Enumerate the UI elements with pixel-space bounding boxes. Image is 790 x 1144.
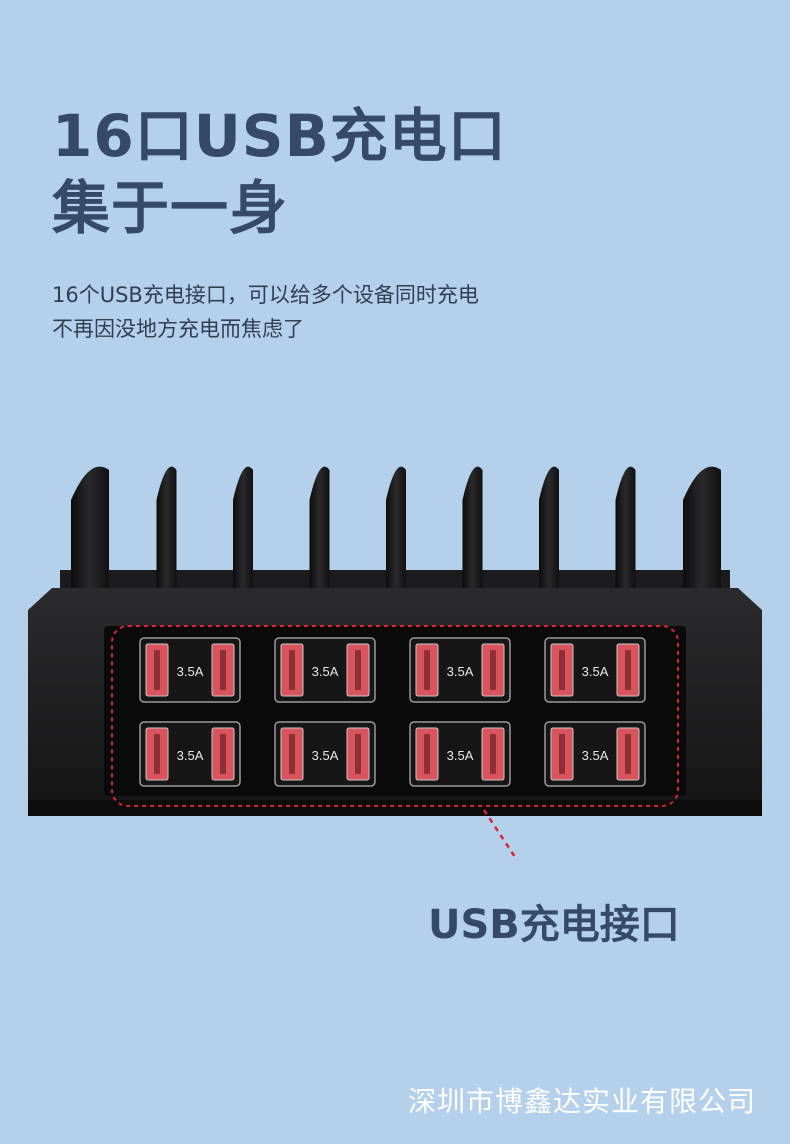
usb-port-tongue xyxy=(559,650,565,690)
usb-port-tongue xyxy=(220,650,226,690)
highlight-outline xyxy=(111,625,679,807)
usb-port-tongue xyxy=(424,650,430,690)
usb-port-groups: 3.5A 3.5A 3.5A 3.5A 3.5A 3.5A 3.5A 3.5A xyxy=(139,637,646,787)
usb-port-group: 3.5A xyxy=(544,637,646,703)
port-rating-label: 3.5A xyxy=(312,664,339,679)
port-rating-label: 3.5A xyxy=(177,664,204,679)
usb-port-tongue xyxy=(289,650,295,690)
usb-port-tongue xyxy=(220,734,226,774)
usb-port-group: 3.5A xyxy=(274,637,376,703)
slot-divider xyxy=(683,466,721,610)
callout-label: USB充电接口 xyxy=(428,902,680,948)
slot-divider xyxy=(156,466,177,610)
usb-port-group: 3.5A xyxy=(409,721,511,787)
headline-line-2: 集于一身 xyxy=(52,174,289,242)
usb-port-tongue xyxy=(355,650,361,690)
slot-divider xyxy=(309,466,330,610)
charging-station-illustration: 3.5A 3.5A 3.5A 3.5A 3.5A 3.5A 3.5A 3.5A xyxy=(28,466,762,860)
headline-line-1: 16口USB充电口 xyxy=(52,102,507,170)
slot-divider xyxy=(539,466,559,610)
port-rating-label: 3.5A xyxy=(447,748,474,763)
company-name: 深圳市博鑫达实业有限公司 xyxy=(407,1085,756,1118)
usb-port-group: 3.5A xyxy=(274,721,376,787)
usb-port-tongue xyxy=(154,734,160,774)
port-rating-label: 3.5A xyxy=(582,748,609,763)
usb-port-tongue xyxy=(154,650,160,690)
usb-port-tongue xyxy=(289,734,295,774)
port-rating-label: 3.5A xyxy=(582,664,609,679)
usb-port-tongue xyxy=(625,650,631,690)
usb-port-group: 3.5A xyxy=(139,637,241,703)
port-rating-label: 3.5A xyxy=(447,664,474,679)
subtitle: 16个USB充电接口，可以给多个设备同时充电 不再因没地方充电而焦虑了 xyxy=(52,278,479,346)
usb-port-tongue xyxy=(625,734,631,774)
charger-base xyxy=(28,800,762,816)
slot-dividers xyxy=(71,466,721,610)
headline: 16口USB充电口 集于一身 xyxy=(52,100,507,244)
usb-port-group: 3.5A xyxy=(409,637,511,703)
slot-divider xyxy=(386,466,406,610)
usb-port-tongue xyxy=(424,734,430,774)
port-rating-label: 3.5A xyxy=(177,748,204,763)
subtitle-line-1: 16个USB充电接口，可以给多个设备同时充电 xyxy=(52,283,479,307)
usb-port-tongue xyxy=(559,734,565,774)
front-panel xyxy=(104,626,686,796)
usb-port-tongue xyxy=(355,734,361,774)
slot-divider xyxy=(615,466,636,610)
subtitle-line-2: 不再因没地方充电而焦虑了 xyxy=(52,317,304,341)
usb-port-tongue xyxy=(490,650,496,690)
slot-divider xyxy=(233,466,253,610)
slot-divider xyxy=(71,466,109,610)
usb-port-tongue xyxy=(490,734,496,774)
usb-port-group: 3.5A xyxy=(139,721,241,787)
port-rating-label: 3.5A xyxy=(312,748,339,763)
slot-divider xyxy=(462,466,483,610)
usb-port-group: 3.5A xyxy=(544,721,646,787)
callout-arrow xyxy=(482,809,519,860)
